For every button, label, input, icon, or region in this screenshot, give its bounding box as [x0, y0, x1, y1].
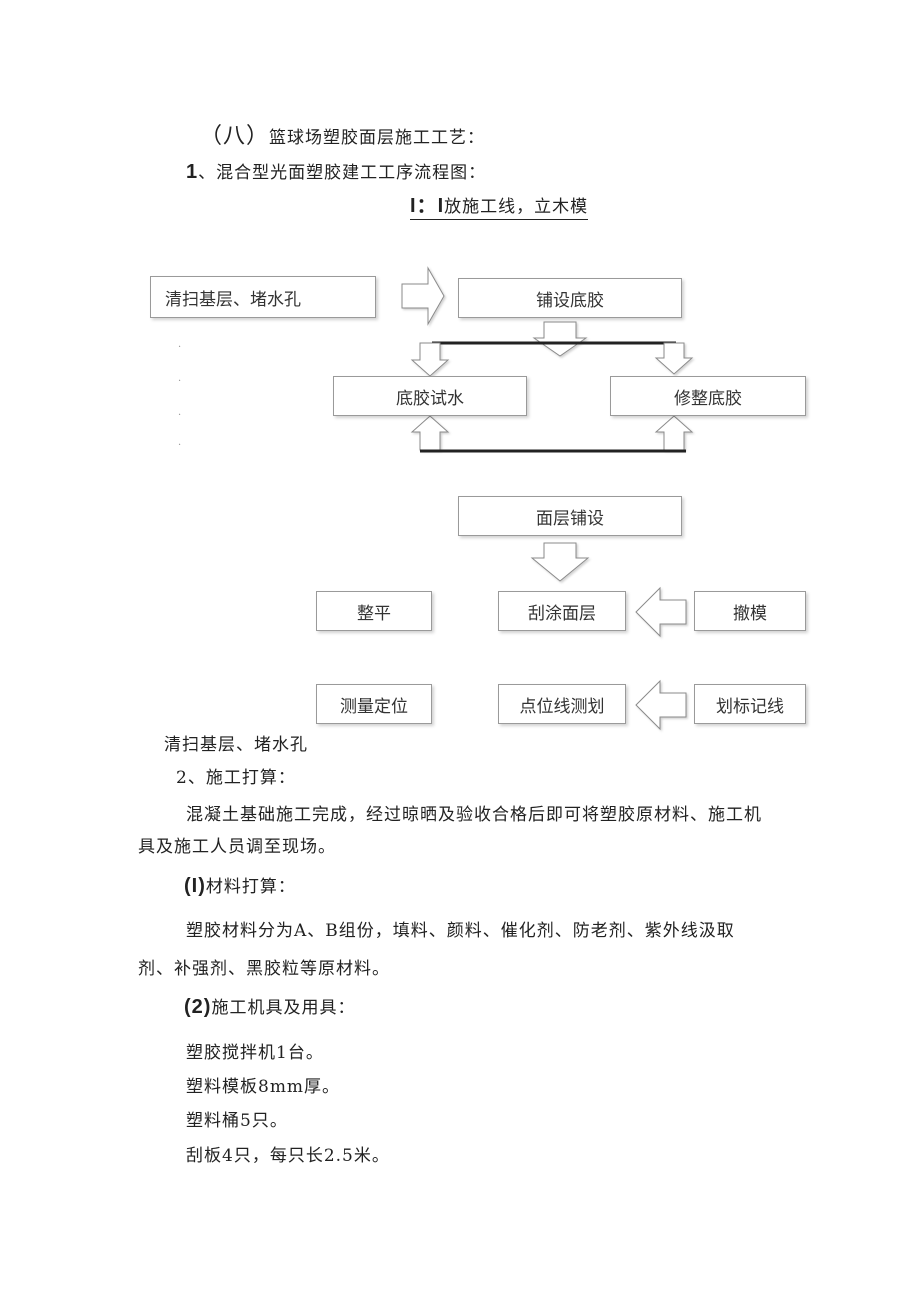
box-level: 整平	[316, 591, 432, 631]
box-base-glue-label: 铺设底胶	[536, 290, 604, 311]
equipment-item: 塑料桶5只。	[186, 1111, 288, 1131]
box-clean-base-label: 清扫基层、堵水孔	[165, 289, 301, 310]
box-mark-line-label: 划标记线	[716, 696, 784, 717]
sub2-heading: (2)施工机具及用具：	[184, 993, 355, 1019]
box-survey-label: 测量定位	[340, 696, 408, 717]
first-step-bar: I	[437, 195, 445, 217]
arrow-down-right	[654, 342, 694, 375]
section-title: 篮球场塑胶面层施工工艺：	[269, 128, 486, 148]
subheading-number: 1	[186, 161, 199, 183]
box-remove-mold: 撤模	[694, 591, 806, 631]
box-base-glue: 铺设底胶	[458, 278, 682, 318]
box-level-label: 整平	[357, 603, 391, 624]
sub1-number: (I)	[184, 875, 206, 897]
equipment-item: 塑胶搅拌机1台。	[186, 1043, 324, 1063]
flowchart-caption: 清扫基层、堵水孔	[164, 735, 308, 755]
section-heading: （八）篮球场塑胶面层施工工艺：	[200, 118, 485, 150]
box-surface-lay: 面层铺设	[458, 496, 682, 536]
stray-dot: ·	[178, 440, 182, 451]
arrow-up-right	[654, 415, 694, 451]
box-scrape-label: 刮涂面层	[528, 603, 596, 624]
arrow-up-left	[410, 415, 450, 451]
box-clean-base: 清扫基层、堵水孔	[150, 276, 376, 318]
arrow-down-from-surface	[530, 542, 590, 582]
box-point-line: 点位线测划	[498, 684, 626, 724]
section-number: （八）	[200, 124, 270, 149]
equipment-item: 塑料模板8mm厚。	[186, 1077, 341, 1097]
sub2-title: 施工机具及用具：	[211, 998, 356, 1018]
section2-title: 2、施工打算：	[176, 768, 296, 788]
sub1-heading: (I)材料打算：	[184, 872, 296, 898]
box-base-test: 底胶试水	[333, 376, 527, 416]
first-step: I：I放施工线，立木模	[410, 189, 589, 220]
box-base-test-label: 底胶试水	[396, 388, 464, 409]
equipment-item: 刮板4只，每只长2.5米。	[186, 1146, 390, 1166]
arrow-down-from-glue	[532, 321, 588, 357]
sub1-line2: 剂、补强剂、黑胶粒等原材料。	[138, 959, 390, 979]
arrow-right-clean-to-glue	[401, 266, 445, 326]
stray-dot: ·	[178, 410, 182, 421]
box-surface-lay-label: 面层铺设	[536, 508, 604, 529]
section2-para-line2: 具及施工人员调至现场。	[138, 837, 336, 857]
stray-dot: ·	[178, 376, 182, 387]
sub2-number: (2)	[184, 996, 212, 1018]
box-trim-base: 修整底胶	[610, 376, 806, 416]
box-point-line-label: 点位线测划	[519, 696, 605, 717]
sub1-title: 材料打算：	[205, 877, 296, 897]
flowchart-connectors	[401, 266, 694, 731]
box-scrape: 刮涂面层	[498, 591, 626, 631]
box-remove-mold-label: 撤模	[733, 603, 767, 624]
arrow-left-mold-to-scrape	[635, 586, 687, 638]
subheading: 1、混合型光面塑胶建工工序流程图：	[186, 158, 486, 184]
sub1-line1: 塑胶材料分为A、B组份，填料、颜料、催化剂、防老剂、紫外线汲取	[186, 921, 735, 941]
section2-para-line1: 混凝土基础施工完成，经过晾晒及验收合格后即可将塑胶原材料、施工机	[186, 805, 762, 825]
first-step-prefix: I：	[410, 195, 438, 217]
box-survey: 测量定位	[316, 684, 432, 724]
subheading-text: 、混合型光面塑胶建工工序流程图：	[198, 163, 487, 183]
first-step-text: 放施工线，立木模	[444, 197, 589, 217]
arrow-left-mark-to-point	[635, 679, 687, 731]
box-mark-line: 划标记线	[694, 684, 806, 724]
arrow-down-left	[410, 342, 450, 377]
box-trim-base-label: 修整底胶	[674, 388, 742, 409]
stray-dot: ·	[178, 342, 182, 353]
